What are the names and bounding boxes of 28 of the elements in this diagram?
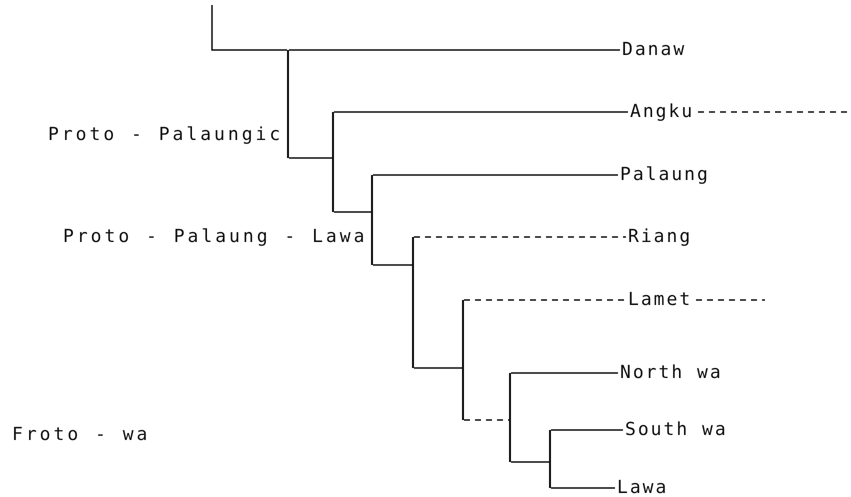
leaf-label: South wa — [625, 419, 728, 441]
branch-line — [551, 487, 615, 489]
branch-line — [511, 461, 549, 463]
ancestor-label: Proto - Palaungic — [48, 124, 284, 146]
dashed-branch-line — [464, 419, 509, 421]
leaf-label: Lawa — [617, 477, 668, 497]
branch-line — [211, 5, 287, 51]
branch-line — [289, 157, 332, 159]
dashed-branch-line — [696, 299, 765, 301]
branch-line — [289, 49, 620, 51]
branch-line — [373, 264, 412, 266]
leaf-label: Danaw — [622, 39, 686, 61]
dashed-branch-line — [414, 236, 626, 238]
leaf-label: Riang — [628, 226, 692, 248]
branch-line — [414, 367, 462, 369]
branch-line — [551, 429, 623, 431]
branch-line — [373, 174, 618, 176]
branch-line — [511, 372, 618, 374]
ancestor-label: Proto - Palaung - Lawa — [63, 226, 368, 248]
leaf-label: Lamet — [628, 289, 692, 311]
ancestor-label: Froto - wa — [12, 424, 150, 446]
leaf-label: Palaung — [620, 164, 710, 186]
branch-line — [334, 211, 371, 213]
branch-line — [334, 111, 628, 113]
leaf-label: North wa — [620, 362, 723, 384]
dashed-branch-line — [464, 299, 626, 301]
dashed-branch-line — [698, 111, 850, 113]
leaf-label: Angku — [630, 101, 694, 123]
